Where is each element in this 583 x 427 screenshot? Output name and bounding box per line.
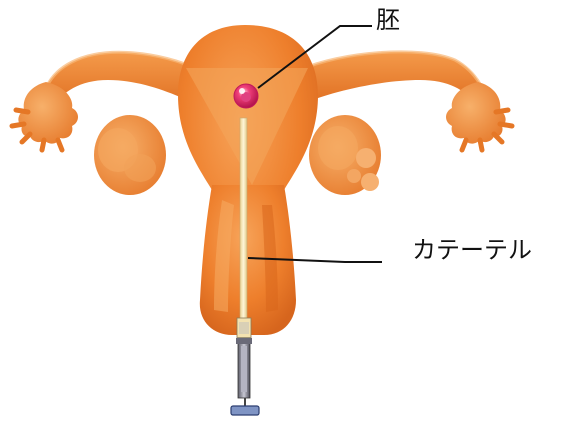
catheter-tube [240,118,247,330]
syringe-plunger [231,406,259,415]
catheter-label: カテーテル [412,238,532,262]
right-ovary [309,115,381,195]
embryo [234,84,258,108]
catheter-hub [237,318,251,338]
syringe [231,338,259,415]
left-fimbriae [12,82,78,150]
right-fimbriae [446,82,512,150]
embryo-label: 胚 [376,8,400,32]
left-ovary [94,115,166,195]
